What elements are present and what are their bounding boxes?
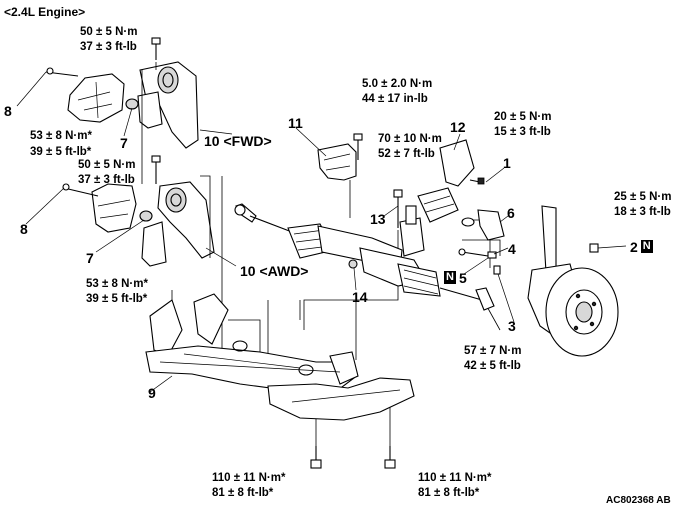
heat-protector-bracket — [317, 133, 363, 181]
callout-12: 12 — [450, 119, 466, 135]
torque-tierod-ftlb: 42 ± 5 ft-lb — [464, 360, 521, 372]
torque-bottom-left-ftlb: 81 ± 8 ft-lb* — [212, 487, 274, 499]
torque-joint-ftlb: 15 ± 3 ft-lb — [494, 126, 551, 138]
dust-cover-6 — [477, 209, 505, 241]
torque-top-fwd-ftlb: 37 ± 3 ft-lb — [80, 41, 137, 53]
callout-10-awd: 10 <AWD> — [240, 263, 309, 279]
torque-bracket-nm: 5.0 ± 2.0 N·m — [362, 78, 433, 90]
torque-top-awd-nm: 50 ± 5 N·m — [78, 159, 136, 171]
callout-8-fwd: 8 — [4, 103, 12, 119]
torque-knuckle-ftlb: 18 ± 3 ft-lb — [614, 206, 671, 218]
awd-mount-assembly — [62, 155, 215, 267]
torque-left-awd-ftlb: 39 ± 5 ft-lb* — [86, 293, 148, 305]
torque-bottom-left-nm: 110 ± 11 N·m* — [212, 472, 286, 484]
new-part-mark-5: N — [444, 271, 456, 284]
callout-3: 3 — [508, 318, 516, 334]
torque-knuckle-nm: 25 ± 5 N·m — [614, 191, 672, 203]
callout-leaders — [16, 71, 627, 393]
torque-valve-ftlb: 52 ± 7 ft-lb — [378, 148, 435, 160]
new-part-mark-2: N — [640, 240, 653, 253]
callout-8-awd: 8 — [20, 221, 28, 237]
engine-label: <2.4L Engine> — [4, 5, 86, 19]
torque-top-fwd-nm: 50 ± 5 N·m — [80, 26, 138, 38]
callout-1: 1 — [503, 155, 511, 171]
callout-13: 13 — [370, 211, 386, 227]
callout-10-fwd: 10 <FWD> — [204, 133, 272, 149]
callout-5: 5 — [458, 270, 467, 286]
torque-left-fwd-ftlb: 39 ± 5 ft-lb* — [30, 146, 92, 158]
steering-gear-assembly — [234, 203, 495, 311]
callout-6: 6 — [507, 205, 515, 221]
torque-left-fwd-nm: 53 ± 8 N·m* — [30, 130, 92, 142]
callout-7-fwd: 7 — [120, 135, 128, 151]
callout-11: 11 — [288, 115, 303, 131]
torque-tierod-nm: 57 ± 7 N·m — [464, 345, 522, 357]
callout-7-awd: 7 — [86, 250, 94, 266]
torque-bottom-right-nm: 110 ± 11 N·m* — [418, 472, 492, 484]
torque-bracket-inlb: 44 ± 17 in-lb — [362, 93, 428, 105]
front-crossmember — [145, 293, 415, 469]
knuckle-and-rotor — [527, 205, 619, 357]
steering-joint-cover — [417, 139, 485, 227]
callout-9: 9 — [148, 385, 156, 401]
bolt-13 — [393, 189, 403, 228]
callout-4: 4 — [508, 241, 516, 257]
callout-2: 2 — [630, 239, 638, 255]
small-parts — [458, 248, 501, 275]
figure-id: AC802368 AB — [606, 495, 671, 506]
torque-top-awd-ftlb: 37 ± 3 ft-lb — [78, 174, 135, 186]
fwd-mount-assembly — [45, 37, 199, 149]
torque-valve-nm: 70 ± 10 N·m — [378, 133, 442, 145]
torque-bottom-right-ftlb: 81 ± 8 ft-lb* — [418, 487, 480, 499]
torque-left-awd-nm: 53 ± 8 N·m* — [86, 278, 148, 290]
callout-14: 14 — [352, 289, 368, 305]
torque-joint-nm: 20 ± 5 N·m — [494, 111, 552, 123]
